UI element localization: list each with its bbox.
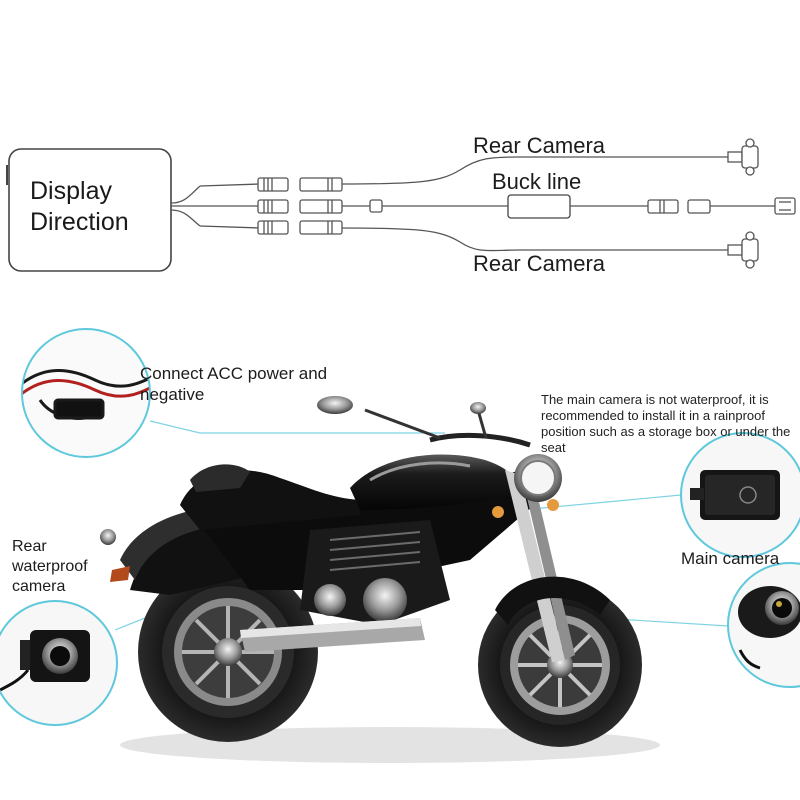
rear-waterproof-label: Rear waterproof camera: [12, 538, 88, 595]
callout-acc-power: [21, 328, 151, 458]
display-line2: Direction: [30, 208, 129, 236]
callout-lens-camera: [727, 562, 800, 688]
connector-bottom: [257, 220, 343, 235]
connector-middle: [257, 199, 343, 214]
display-line1: Display: [30, 177, 112, 205]
rear-camera-top-plug: [727, 138, 759, 176]
callout-main-camera: [680, 432, 800, 558]
buck-module: [507, 194, 571, 219]
connector-top: [257, 177, 343, 192]
buck-line-label: Buck line: [492, 169, 582, 194]
callout-rear-camera: [0, 600, 118, 726]
main-camera-note: The main camera is not waterproof, it is…: [541, 392, 791, 455]
main-camera-label: Main camera: [681, 549, 780, 568]
power-plug: [774, 197, 796, 215]
acc-power-label: Connect ACC power and negative: [140, 364, 328, 404]
display-direction-label: Display Direction: [30, 176, 129, 238]
rear-camera-bottom-label: Rear Camera: [473, 251, 606, 276]
rear-camera-top-label: Rear Camera: [473, 133, 606, 158]
rear-camera-bottom-plug: [727, 231, 759, 269]
wiring-diagram: [6, 138, 796, 272]
motorcycle-illustration: [100, 396, 660, 763]
